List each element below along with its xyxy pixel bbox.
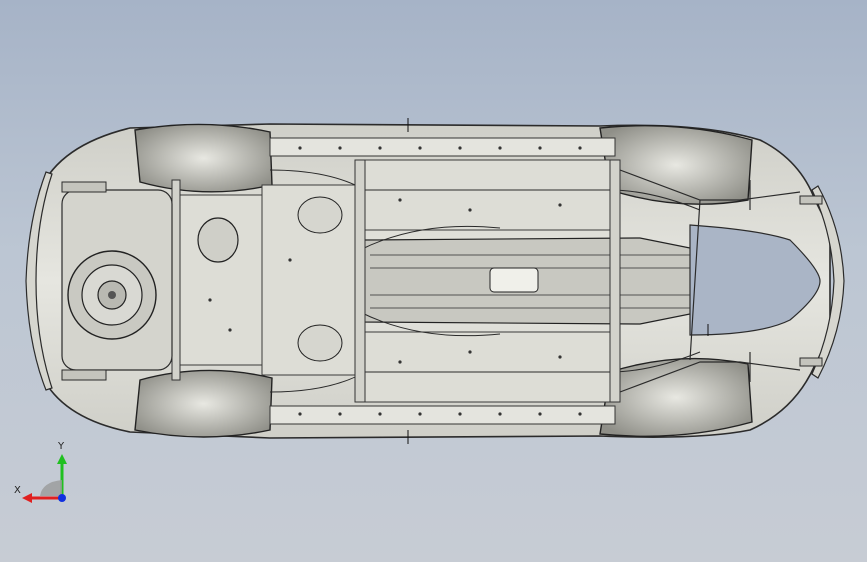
center-marks (407, 118, 709, 444)
z-axis-dot (58, 494, 66, 502)
rear-pan-oval-right (297, 324, 343, 362)
tunnel-ribs (370, 254, 690, 309)
fuel-filler-oval (197, 217, 239, 263)
longitudinal-rails (269, 169, 701, 393)
front-bumper (811, 185, 845, 379)
tunnel-bracket (489, 267, 539, 293)
x-axis-label: X (14, 485, 21, 496)
front-subframe (619, 169, 801, 393)
spare-wheel-well (61, 189, 173, 371)
xz-plane-patch (40, 480, 62, 496)
rear-brackets (61, 181, 823, 381)
engine-bay-opening (689, 224, 821, 336)
rear-bumper (25, 171, 53, 391)
side-sills (269, 137, 616, 425)
y-axis-arrow (57, 454, 67, 464)
x-axis-arrow (22, 493, 32, 503)
axis-triad: Y X (14, 440, 78, 510)
fasteners (208, 146, 582, 416)
y-axis-label: Y (58, 441, 65, 452)
axis-triad-graphic (22, 454, 67, 503)
rear-pan-oval-left (297, 196, 343, 234)
